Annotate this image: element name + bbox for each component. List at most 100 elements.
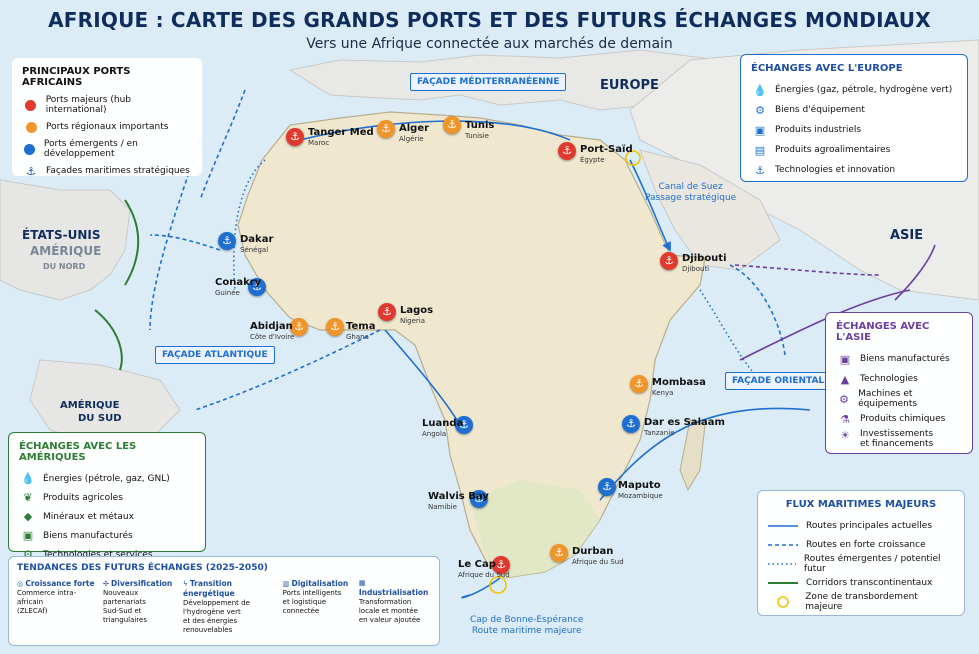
- port-pin-mombasa[interactable]: ⚓: [630, 375, 648, 393]
- trend-head: Croissance forte: [25, 579, 95, 588]
- port-pin-tema[interactable]: ⚓: [326, 318, 344, 336]
- trend-line: Ports intelligents: [282, 589, 342, 597]
- trend-line: et des énergies renouvelables: [183, 617, 238, 634]
- red-anchor-pin-icon: [25, 99, 37, 111]
- port-pin-lecap[interactable]: ⚓: [492, 556, 510, 574]
- trend-head: Industrialisation: [358, 588, 429, 597]
- machine-icon: ⚙: [839, 392, 849, 406]
- port-pin-luanda[interactable]: ⚓: [455, 416, 473, 434]
- solid-route-swatch: [768, 524, 798, 527]
- europe-item: ▣Produits industriels: [751, 120, 957, 140]
- trend-head: Transition énergétique: [183, 579, 235, 598]
- legend-ports-item: ⚓Façades maritimes stratégiques: [22, 160, 192, 182]
- port-pin-abidjan[interactable]: ⚓: [290, 318, 308, 336]
- page-subtitle: Vers une Afrique connectée aux marchés d…: [306, 36, 673, 52]
- americas-item-label: Énergies (pétrole, gaz, GNL): [43, 473, 170, 484]
- port-pin-djibouti[interactable]: ⚓: [660, 252, 678, 270]
- transshipment-zone-suez: [625, 150, 641, 166]
- route-djibouti-asia: [729, 264, 786, 356]
- food-icon: ▤: [754, 143, 766, 157]
- port-pin-maputo[interactable]: ⚓: [598, 478, 616, 496]
- port-pin-conakry[interactable]: ⚓: [248, 278, 266, 296]
- corridor-na: [124, 199, 140, 286]
- anchor-icon: ⚓: [26, 164, 36, 178]
- europe-item: 💧Énergies (gaz, pétrole, hydrogène vert): [751, 80, 957, 100]
- north-america-landmass: [0, 179, 131, 301]
- flux-item: Zone de transbordement majeure: [768, 592, 954, 612]
- asia-item-label: Produits chimiques: [860, 414, 946, 424]
- route-east: [599, 407, 811, 501]
- region-du-sud: DU SUD: [78, 413, 122, 424]
- europe-item: ▤Produits agroalimentaires: [751, 140, 957, 160]
- port-pin-alger[interactable]: ⚓: [377, 120, 395, 138]
- americas-item-label: Biens manufacturés: [43, 530, 133, 541]
- port-pin-durban[interactable]: ⚓: [550, 544, 568, 562]
- americas-item: ◆Minéraux et métaux: [19, 507, 195, 526]
- route-suez: [629, 159, 671, 252]
- port-pin-dakar[interactable]: ⚓: [218, 232, 236, 250]
- bulb-icon: ☀: [840, 429, 850, 442]
- americas-item-label: Minéraux et métaux: [43, 511, 134, 522]
- europe-panel-title: ÉCHANGES AVEC L'EUROPE: [751, 63, 903, 74]
- americas-item: 💧 Énergies (pétrole, gaz, GNL): [19, 469, 195, 488]
- route-north-atlantic: [199, 89, 246, 201]
- region-asie: ASIE: [890, 228, 924, 243]
- port-pin-walvis[interactable]: ⚓: [470, 490, 488, 508]
- legend-ports-title: PRINCIPAUX PORTS AFRICAINS: [22, 66, 131, 88]
- route-lagos-sa: [194, 329, 381, 411]
- legend-ports-label: Ports majeurs (hub international): [45, 95, 131, 115]
- green-corridor-swatch: [768, 581, 798, 584]
- americas-panel-title: ÉCHANGES AVEC LES AMÉRIQUES: [19, 441, 137, 463]
- page-title: AFRIQUE : CARTE DES GRANDS PORTS ET DES …: [48, 8, 931, 32]
- gear-icon: ⚙: [23, 548, 33, 561]
- flux-item: Routes émergentes / potentiel futur: [768, 554, 954, 574]
- route-cap: [461, 577, 501, 599]
- energy-drop-icon: 💧: [753, 83, 767, 97]
- port-pin-portsaid[interactable]: ⚓: [558, 142, 576, 160]
- trends-title: TENDANCES DES FUTURS ÉCHANGES (2025-2050…: [17, 563, 268, 573]
- trend-line: Développement de: [183, 599, 250, 607]
- flux-item: Routes principales actuelles: [768, 516, 954, 535]
- flux-item-label: Corridors transcontinentaux: [806, 577, 933, 588]
- route-asia-1: [734, 264, 881, 276]
- trend-line: Commerce intra-africain: [17, 589, 77, 606]
- asia-panel: ÉCHANGES AVEC L'ASIE ▣Biens manufacturés…: [825, 312, 973, 454]
- flux-item: Corridors transcontinentaux: [768, 573, 954, 592]
- suez-note-title: Canal de Suez: [658, 182, 723, 192]
- asia-item: ⚙Machines et équipements: [836, 389, 962, 409]
- legend-ports-label: Ports émergents / en développement: [43, 139, 138, 159]
- route-lagos-luanda: [384, 329, 461, 426]
- trend-line: en valeur ajoutée: [358, 616, 421, 624]
- digital-icon: ▥: [282, 580, 292, 588]
- asia-panel-title: ÉCHANGES AVEC L'ASIE: [836, 321, 930, 343]
- port-pin-tunis[interactable]: ⚓: [443, 116, 461, 134]
- orange-anchor-pin-icon: [25, 121, 37, 133]
- port-pin-dar[interactable]: ⚓: [622, 415, 640, 433]
- asia-item: ⚗Produits chimiques: [836, 409, 962, 429]
- factory-icon: ▣: [22, 529, 34, 542]
- americas-panel: ÉCHANGES AVEC LES AMÉRIQUES 💧 Énergies (p…: [8, 432, 206, 561]
- suez-note: Canal de Suez Passage stratégique: [645, 182, 736, 204]
- americas-item: ❦Produits agricoles: [19, 488, 195, 507]
- energy-drop-icon: 💧: [21, 472, 35, 485]
- port-pin-lagos[interactable]: ⚓: [378, 303, 396, 321]
- bolt-icon: ϟ: [183, 580, 190, 588]
- trend-line: Transformation: [358, 598, 412, 606]
- dashed-route-swatch: [768, 543, 798, 546]
- port-pin-tanger[interactable]: ⚓: [286, 128, 304, 146]
